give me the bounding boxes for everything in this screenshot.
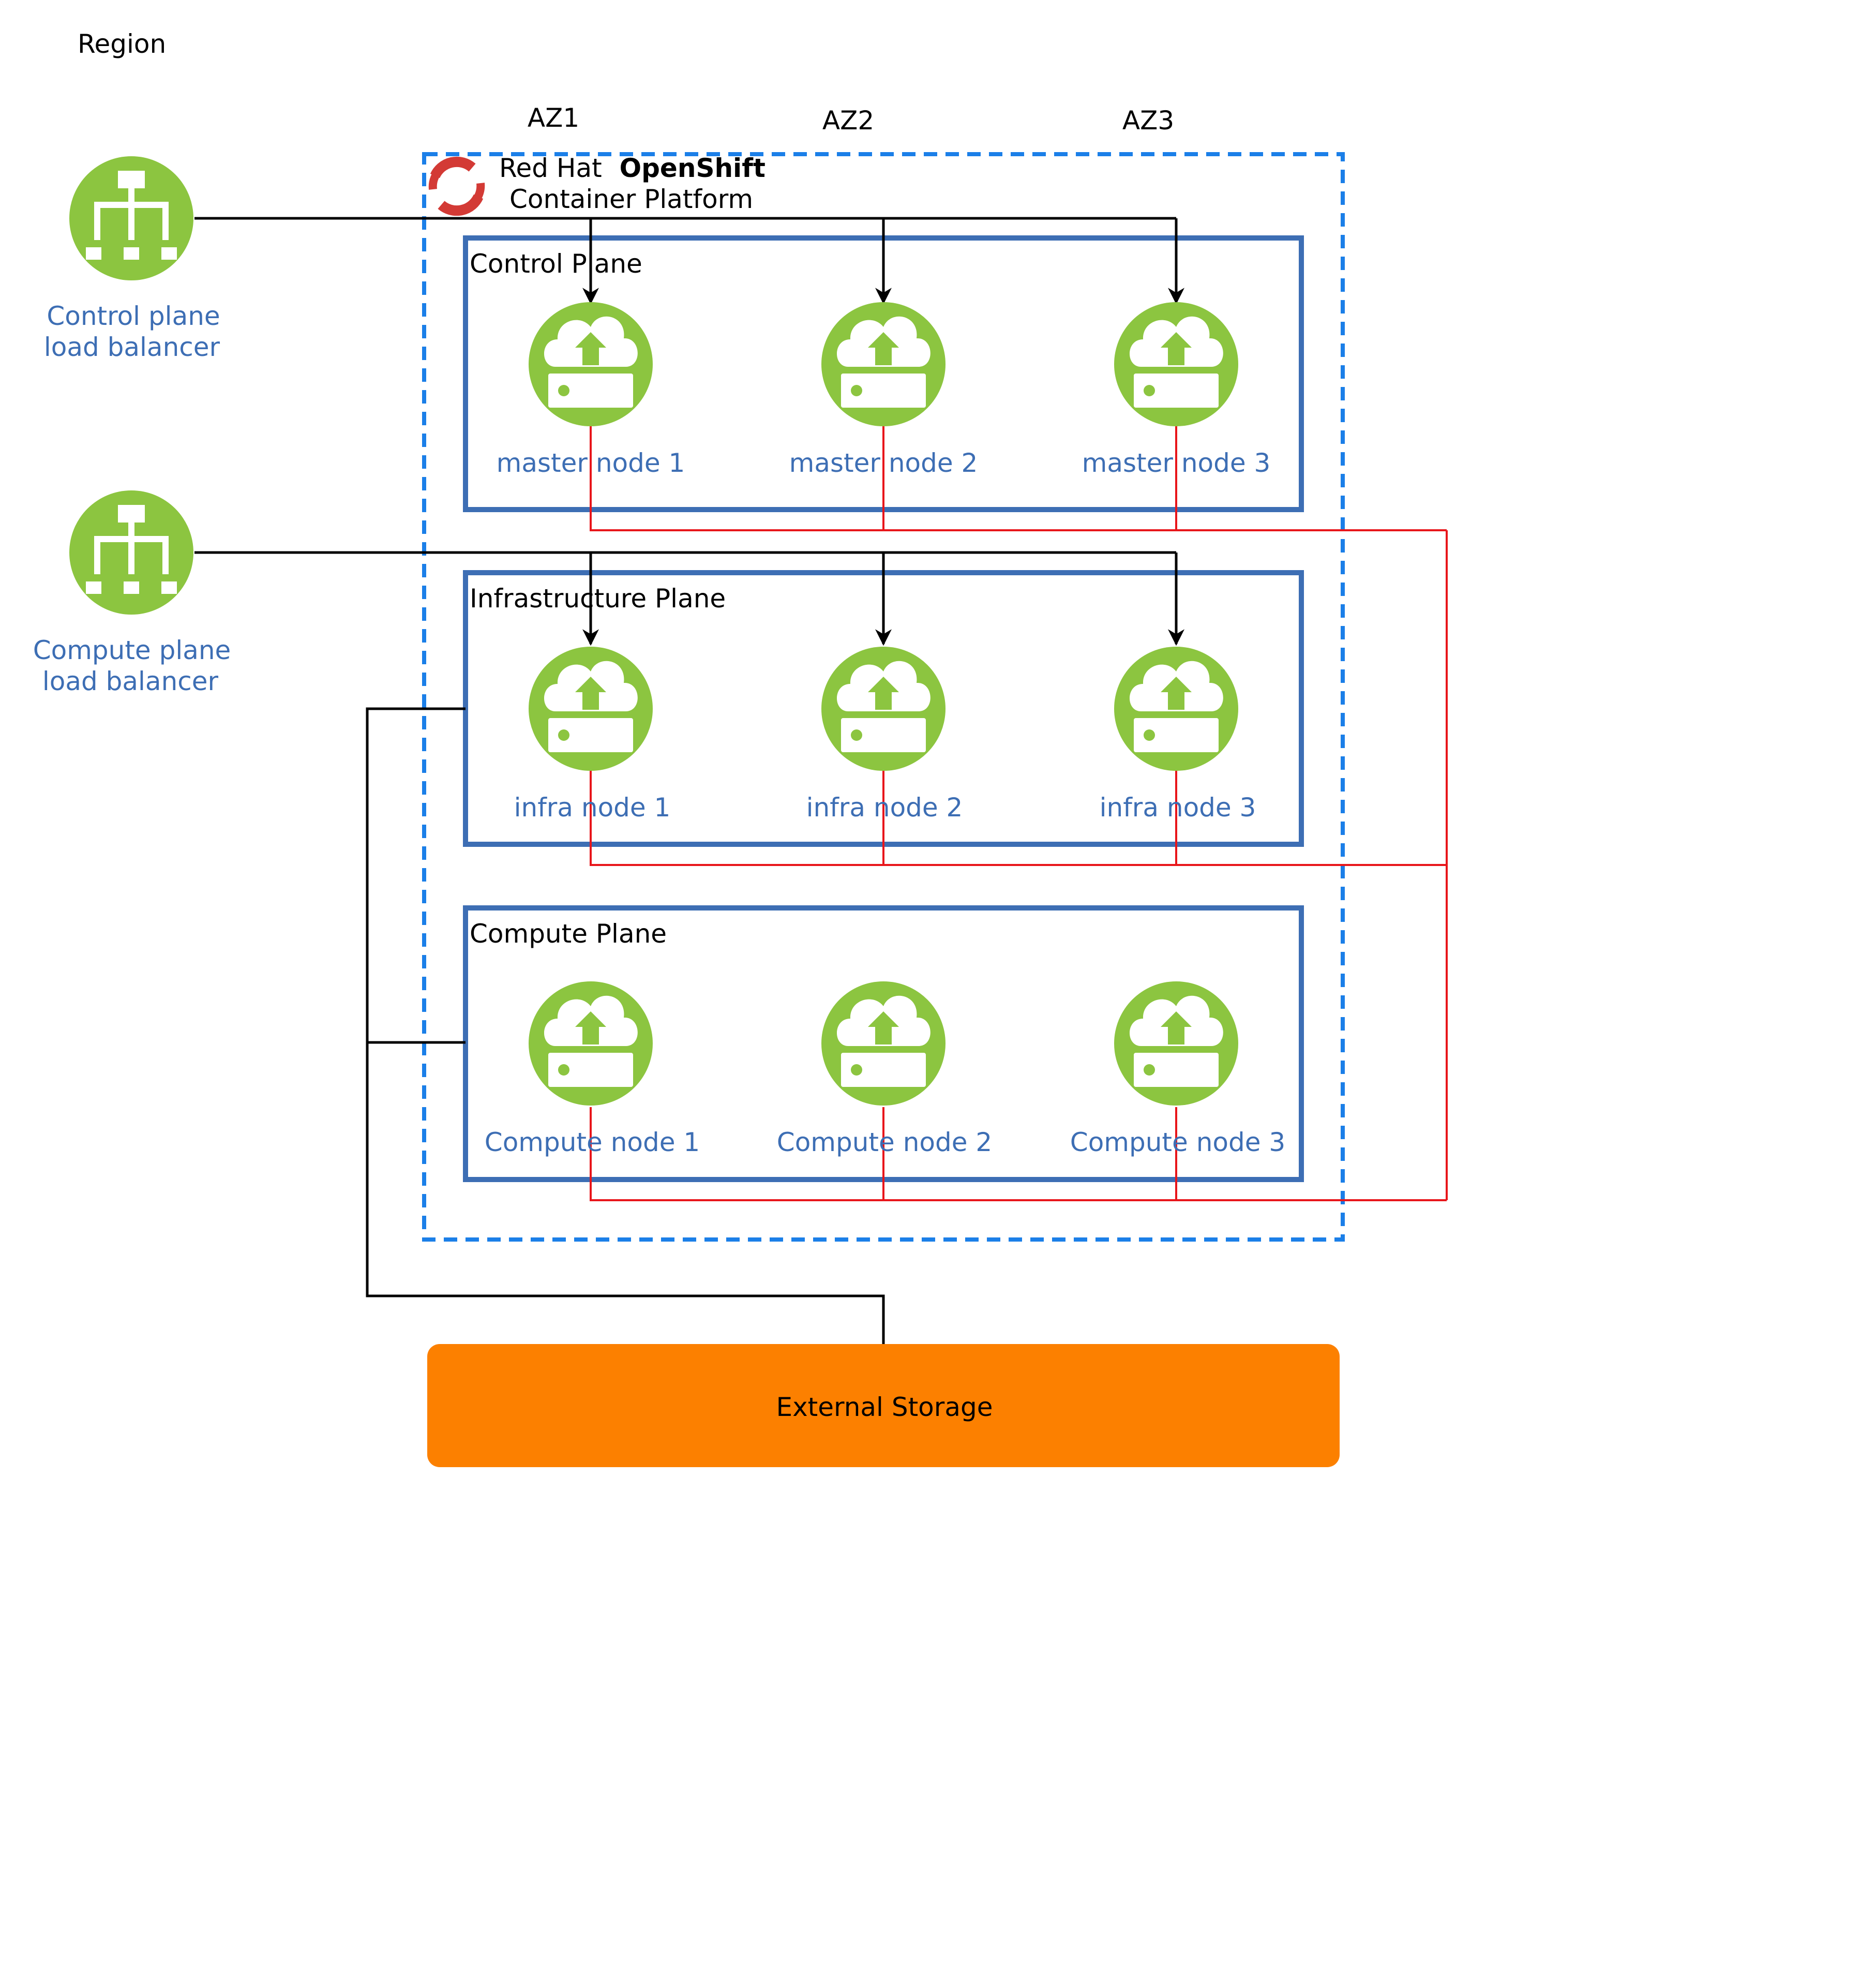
compute-node-1-label: Compute node 1: [485, 1127, 700, 1157]
openshift-logo-icon: [428, 156, 485, 216]
infra-node-3-icon: [1114, 647, 1238, 771]
external-storage-label: External Storage: [776, 1392, 993, 1422]
control-plane-title: Control Plane: [470, 249, 642, 279]
master-node-1-icon: [529, 302, 653, 426]
az2-label: AZ2: [822, 106, 874, 136]
master-node-2-label: master node 2: [789, 448, 978, 478]
control-lb-label-line1: Control plane: [47, 301, 220, 331]
infra-node-2-icon: [821, 647, 945, 771]
control-plane-load-balancer-icon: [69, 156, 193, 280]
infrastructure-plane-title: Infrastructure Plane: [470, 584, 726, 614]
compute-node-3-label: Compute node 3: [1070, 1127, 1285, 1157]
compute-plane-load-balancer-icon: [69, 490, 193, 615]
compute-lb-label-line2: load balancer: [42, 666, 219, 696]
brand-line1: Red Hat OpenShift: [499, 153, 766, 183]
compute-node-2-icon: [821, 981, 945, 1106]
control-lb-links: [194, 217, 1184, 305]
control-lb-label-line2: load balancer: [44, 332, 220, 362]
compute-lb-label-line1: Compute plane: [33, 635, 231, 665]
brand-line2: Container Platform: [509, 184, 753, 214]
compute-node-3-icon: [1114, 981, 1238, 1106]
az1-label: AZ1: [528, 103, 579, 133]
master-node-2-icon: [821, 302, 945, 426]
master-node-3-icon: [1114, 302, 1238, 426]
region-label: Region: [78, 29, 166, 59]
infra-node-1-label: infra node 1: [514, 793, 671, 823]
infra-node-3-label: infra node 3: [1100, 793, 1256, 823]
master-node-3-label: master node 3: [1082, 448, 1271, 478]
az3-label: AZ3: [1122, 106, 1174, 136]
external-storage-box: [427, 1344, 1340, 1467]
infra-node-2-label: infra node 2: [806, 793, 963, 823]
openshift-platform-boundary: [422, 152, 1345, 1242]
compute-lb-links: [194, 551, 1184, 646]
compute-plane-title: Compute Plane: [470, 919, 667, 949]
storage-links: [366, 707, 885, 1344]
compute-node-2-label: Compute node 2: [777, 1127, 992, 1157]
brand-openshift: OpenShift: [620, 153, 766, 183]
network-links: [590, 424, 1448, 1201]
infra-node-1-icon: [529, 647, 653, 771]
brand-redhat: Red Hat: [499, 153, 602, 183]
compute-node-1-icon: [529, 981, 653, 1106]
master-node-1-label: master node 1: [497, 448, 685, 478]
